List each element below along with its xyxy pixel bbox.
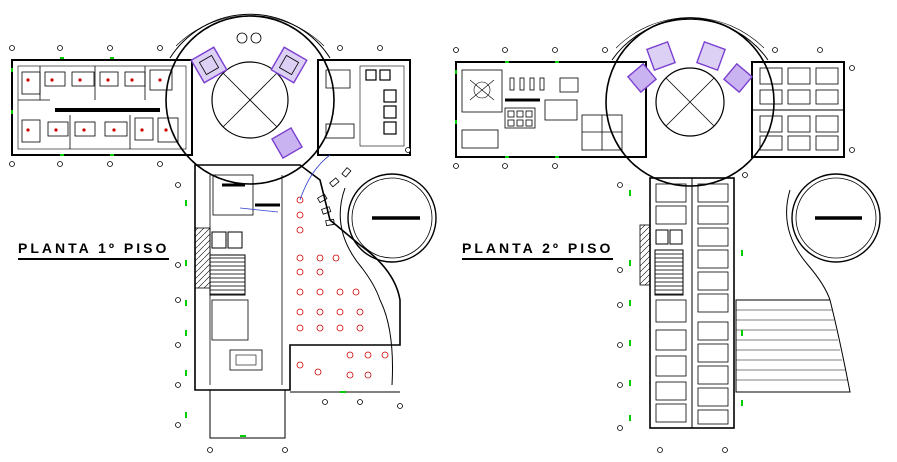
plan2-rotunda-outer <box>605 17 775 187</box>
plan2-pool <box>791 173 881 263</box>
plan1-pool <box>347 173 437 263</box>
plan-1-floor-1 <box>9 13 437 453</box>
plan2-tower-modules <box>626 41 754 94</box>
plan-1-title: PLANTA 1º PISO <box>18 240 170 260</box>
plan1-tower-modules <box>190 46 308 159</box>
plan2-guest-rooms <box>655 183 729 425</box>
plan-2-floor-2 <box>453 17 881 453</box>
plan-2-title: PLANTA 2º PISO <box>462 240 614 260</box>
plan1-staircase <box>209 254 246 296</box>
plan1-right-wing <box>317 59 411 156</box>
plan2-terrace-steps <box>735 299 851 393</box>
plan1-rotunda-outer <box>165 15 335 185</box>
plan1-tables <box>296 196 389 379</box>
plan2-left-wing <box>455 61 647 158</box>
plan1-office-furniture <box>18 66 179 149</box>
plan1-main-body <box>194 164 401 391</box>
plan2-staircase <box>654 249 684 296</box>
plan1-office-wing <box>11 59 193 156</box>
